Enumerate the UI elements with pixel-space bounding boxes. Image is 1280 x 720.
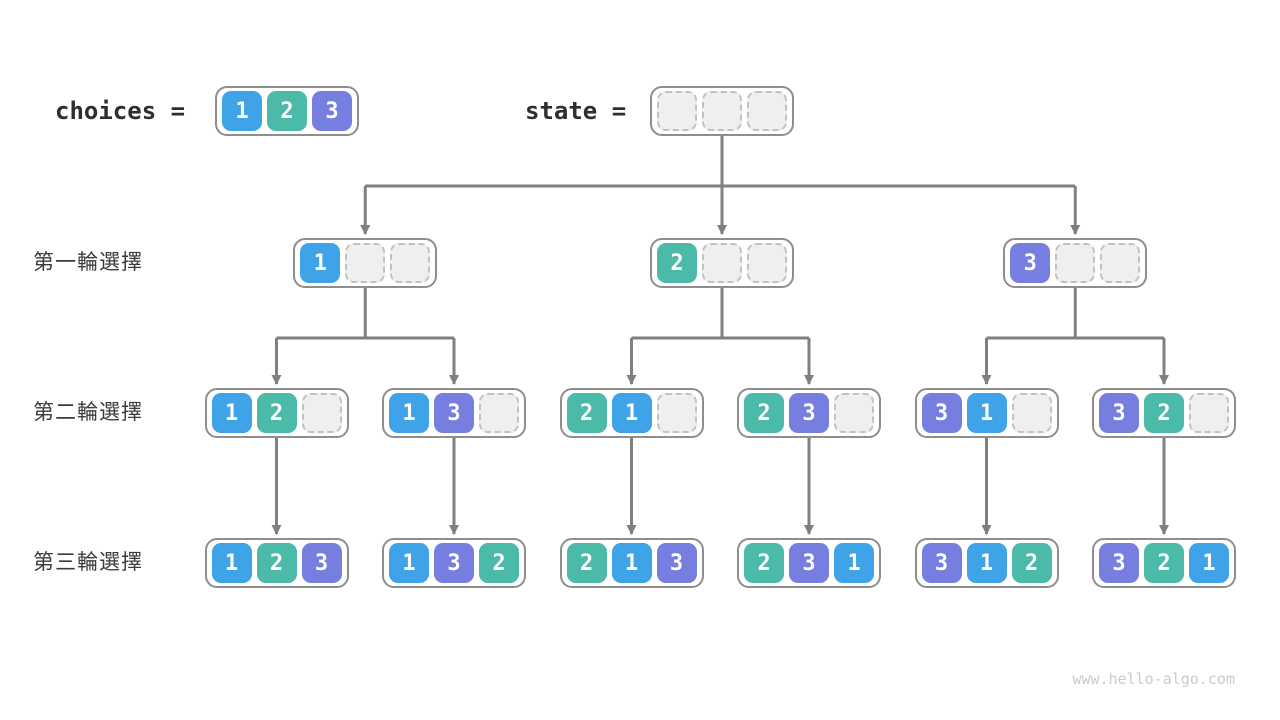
cell-value-3: 3 [921,543,962,583]
cell-empty [479,393,519,433]
cell-value-2: 2 [1144,543,1184,583]
cell-value-1: 1 [966,393,1007,433]
cell-value-1: 1 [211,543,252,583]
cell-value-2: 2 [256,543,297,583]
cell-empty [702,91,742,131]
cell-value-1: 1 [966,543,1007,583]
cell-value-3: 3 [921,393,962,433]
cell-value-1: 1 [611,393,652,433]
cell-value-1: 1 [389,393,429,433]
cell-value-3: 3 [434,393,474,433]
cell-value-2: 2 [566,393,607,433]
cell-empty [301,393,342,433]
cell-empty [1100,243,1141,283]
cell-value-1: 1 [389,543,429,583]
cell-value-2: 2 [657,243,697,283]
cell-value-3: 3 [301,543,342,583]
cell-empty [747,243,787,283]
cell-empty [657,91,697,131]
cell-empty [1189,393,1229,433]
cell-value-1: 1 [211,393,252,433]
cell-value-2: 2 [267,91,307,131]
cell-value-3: 3 [312,91,352,131]
row-label-round-3: 第三輪選擇 [33,551,143,574]
cell-value-3: 3 [1010,243,1051,283]
cell-value-2: 2 [744,393,784,433]
cell-value-2: 2 [566,543,607,583]
row-label-round-1: 第一輪選擇 [33,251,143,274]
cell-empty [656,393,697,433]
state-node-round1-2: 2 [650,238,794,288]
state-node-round1-1: 1 [293,238,438,288]
state-label: state = [525,97,627,125]
cell-empty [1055,243,1096,283]
cell-value-1: 1 [222,91,262,131]
cell-value-2: 2 [479,543,519,583]
cell-value-1: 1 [834,543,874,583]
cell-value-2: 2 [256,393,297,433]
cell-value-1: 1 [611,543,652,583]
choices-label: choices = [55,97,186,125]
cell-value-2: 2 [1011,543,1052,583]
cell-empty [747,91,787,131]
row-label-round-2: 第二輪選擇 [33,401,143,424]
cell-value-3: 3 [656,543,697,583]
cell-value-3: 3 [789,393,829,433]
watermark-url: www.hello-algo.com [1072,670,1235,688]
state-array [650,86,794,136]
cell-empty [1011,393,1052,433]
cell-empty [702,243,742,283]
cell-empty [834,393,874,433]
cell-empty [345,243,386,283]
cell-value-3: 3 [1099,393,1139,433]
cell-empty [390,243,431,283]
cell-value-1: 1 [1189,543,1229,583]
state-node-round1-3: 3 [1003,238,1148,288]
cell-value-3: 3 [1099,543,1139,583]
cell-value-1: 1 [300,243,341,283]
cell-value-3: 3 [789,543,829,583]
cell-value-3: 3 [434,543,474,583]
cell-value-2: 2 [744,543,784,583]
cell-value-2: 2 [1144,393,1184,433]
